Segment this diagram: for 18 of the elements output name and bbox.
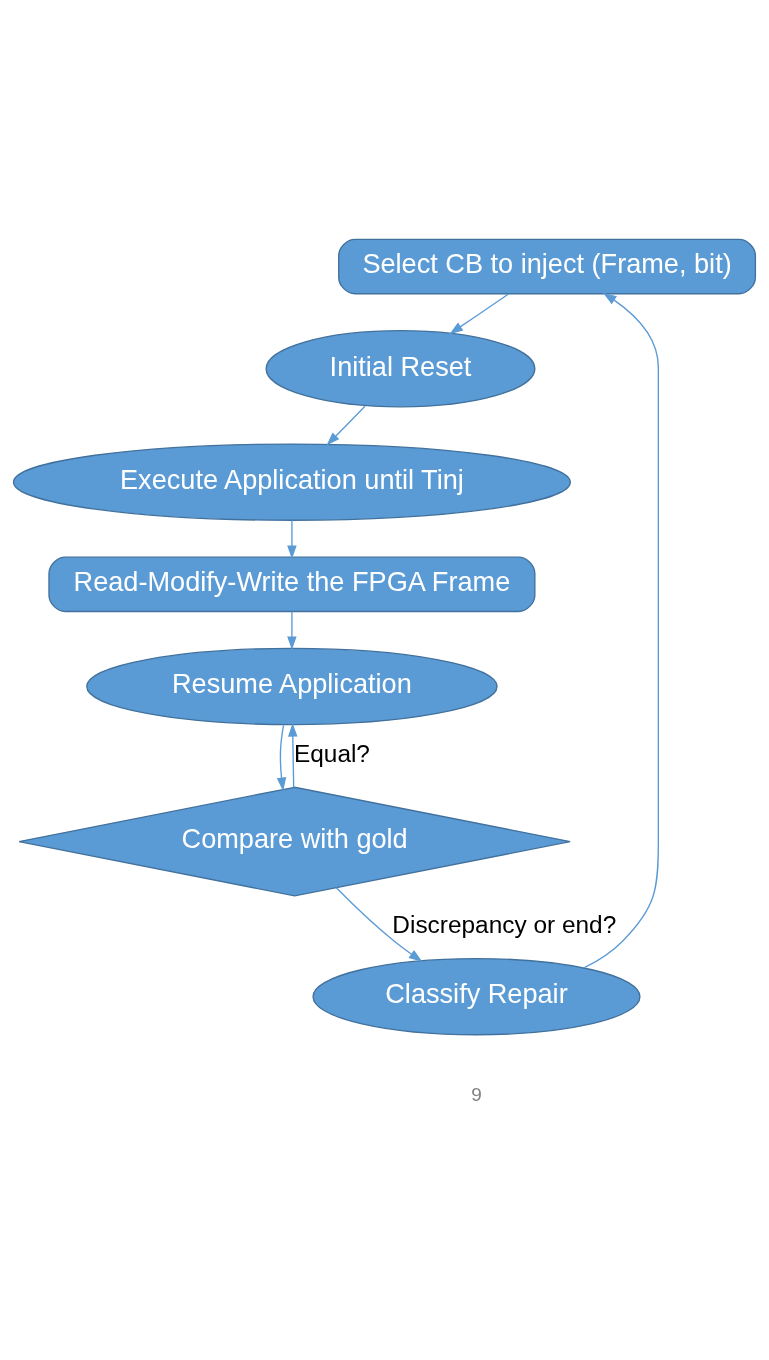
arrow xyxy=(287,611,297,650)
node-diamond: Compare with gold xyxy=(18,786,571,897)
edge-label: Equal? xyxy=(293,740,370,768)
arrow xyxy=(287,519,297,560)
node-box: Select CB to inject (Frame, bit) xyxy=(338,238,757,295)
edge-label: Discrepancy or end? xyxy=(392,911,617,939)
arrow xyxy=(326,405,366,446)
node-ellipse: Resume Application xyxy=(86,647,498,726)
node-box: Read-Modify-Write the FPGA Frame xyxy=(48,556,536,613)
arrow xyxy=(276,724,287,792)
arrow xyxy=(449,293,510,335)
arrow xyxy=(583,292,659,969)
node-ellipse: Classify Repair xyxy=(312,957,641,1036)
label: 9 xyxy=(471,1084,482,1106)
node-ellipse: Execute Application until Tinj xyxy=(12,443,571,521)
node-ellipse: Initial Reset xyxy=(265,329,536,408)
arrow xyxy=(335,887,423,962)
arrow xyxy=(288,723,298,788)
